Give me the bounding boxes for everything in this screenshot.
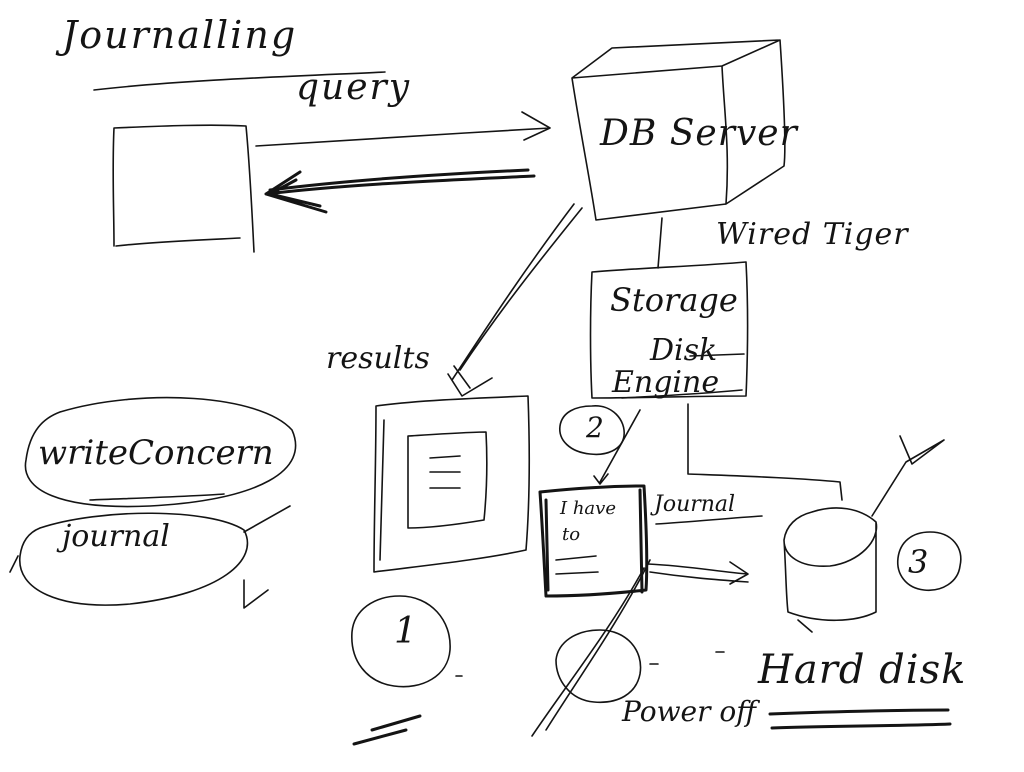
journal-label: Journal [654,492,736,517]
power-off-slash [531,559,651,737]
storage-engine-box [589,261,749,399]
storage-label: Storage [610,281,738,319]
power-off-circle [555,629,642,704]
hard-disk-label: Hard disk [758,647,967,693]
document-lines [429,455,461,489]
engine-to-disk-line [687,403,843,501]
dash-marks [455,651,725,677]
write-concern-underline [89,493,225,501]
db-server-cube [571,39,786,221]
query-label: query [296,67,412,108]
journal-oval-tails [9,505,291,609]
db-server-label: DB Server [600,113,798,154]
step-1-circle [351,595,451,688]
query-arrow [255,111,551,147]
engine-underline [621,353,745,399]
disk-stand [797,435,945,633]
i-have-label: I have [560,498,616,519]
step-2-label: 2 [586,411,604,444]
db-to-results-arrow [447,203,583,397]
step-3-circle [897,531,962,591]
write-concern-label: writeConcern [38,433,274,473]
to-label: to [562,524,581,545]
journal-underline [655,515,763,525]
results-arrow-to-client [264,168,536,214]
db-to-storage-line [657,217,663,269]
journal-oval-label: journal [62,519,170,554]
client-box [112,124,255,253]
buffer-to-disk-arrow [647,561,749,585]
hard-disk-cylinder [783,507,878,622]
step-3-label: 3 [908,543,929,581]
results-document [373,395,531,573]
title-underline [93,71,386,91]
step-1-label: 1 [394,611,417,652]
disk-label: Disk [650,333,718,368]
wired-tiger-label: Wired Tiger [716,217,909,252]
buffer-underline [555,555,599,575]
engine-label: Engine [612,365,720,400]
journal-oval [19,512,249,606]
write-concern-oval [24,396,297,508]
power-off-label: Power off [622,695,757,728]
title-journalling: Journalling [62,13,298,57]
step-2-circle [559,405,625,456]
hard-disk-underline [768,708,952,730]
engine-to-buffer-line [593,409,641,485]
bottom-scribble [352,714,422,746]
results-label: results [326,341,430,376]
